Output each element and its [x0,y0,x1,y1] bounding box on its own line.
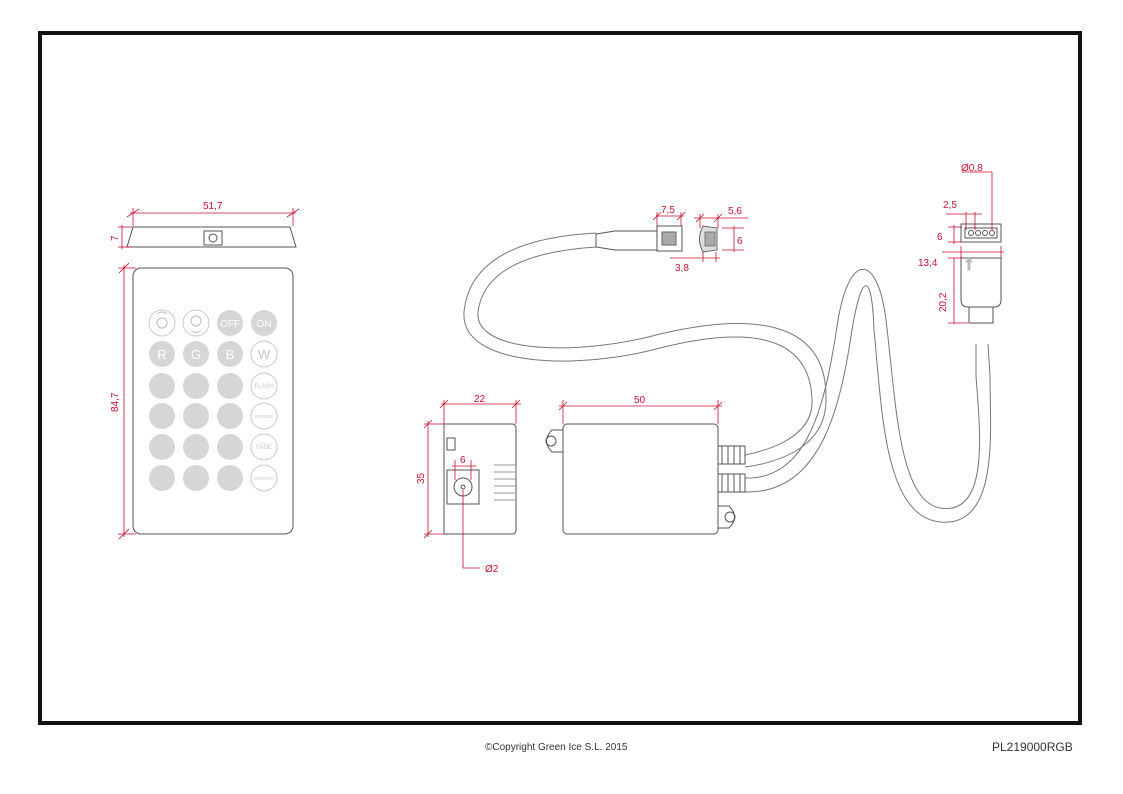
color-button [183,373,209,399]
controller-hole-label: Ø2 [485,564,499,575]
remote-thickness-label: 7 [110,235,121,241]
on-button-label: ON [257,319,272,330]
controller-jack-label: 6 [460,455,466,466]
rgb-plug-face [960,223,1002,243]
cable-to-sensor [463,232,827,468]
remote-width-dimension [126,208,300,226]
remote-thickness-dimension [118,225,132,249]
color-button [217,373,243,399]
flash-button [250,372,278,400]
color-button [149,403,175,429]
green-button-label: G [191,347,201,362]
remote-width-label: 51,7 [203,201,223,212]
connector-height-label: 6 [737,236,743,247]
copyright-notice: ©Copyright Green Ice S.L. 2015 [485,742,628,753]
cable-to-plug [744,269,992,523]
sensor-head [699,225,718,253]
on-button [251,310,277,336]
color-button [183,465,209,491]
connector-depth-label: 3,8 [675,263,689,274]
white-button [250,340,278,368]
strobe-button [250,402,278,430]
color-button [217,465,243,491]
color-button [183,403,209,429]
rgb-plug-body [960,257,1002,324]
connector-width-label: 5,6 [728,206,742,217]
blue-button [217,341,243,367]
brightness-up-button [148,309,176,337]
remote-front-view [132,267,294,535]
remote-height-label: 84,7 [110,392,121,412]
plug-length-label: 20,2 [938,292,949,312]
color-button [217,434,243,460]
red-button-label: R [157,347,166,362]
off-button-label: OFF [220,319,240,330]
plug-height-label: 6 [937,232,943,243]
green-button [183,341,209,367]
remote-height-dimension [118,262,136,540]
white-button-label: W [258,347,271,362]
plug-width-label: 13,4 [918,258,938,269]
connector-length-label: 7,5 [661,205,675,216]
color-button [149,434,175,460]
controller-length-dimension [558,400,723,424]
sensor-connector [595,225,683,252]
color-button [183,434,209,460]
controller-side-dimensions [423,399,521,569]
strobe-button-label: STROBE [255,414,274,419]
plug-pin-diameter-label: Ø0,8 [961,163,983,174]
controller-width-label: 22 [474,394,486,405]
controller-length-label: 50 [634,395,646,406]
drawing-frame [38,31,1082,725]
remote-buttons: OFF ON R G B W FLASH STROBE FADE SMOOTH [148,309,278,492]
smooth-button [250,464,278,492]
remote-side-view [126,226,297,248]
smooth-button-label: SMOOTH [254,476,274,481]
controller-top-view [545,423,746,535]
controller-side-view [443,423,517,535]
flash-button-label: FLASH [254,384,273,390]
brightness-down-button [182,309,210,337]
fade-button [250,433,278,461]
color-button [149,465,175,491]
color-button [217,403,243,429]
part-number: PL219000RGB [992,740,1073,754]
connector-dimensions [652,211,748,262]
controller-height-label: 35 [416,472,427,484]
off-button [217,310,243,336]
color-button [149,373,175,399]
plug-pitch-label: 2,5 [943,200,957,211]
plug-dimensions [942,171,1004,324]
fade-button-label: FADE [256,445,272,451]
blue-button-label: B [226,347,235,362]
red-button [149,341,175,367]
